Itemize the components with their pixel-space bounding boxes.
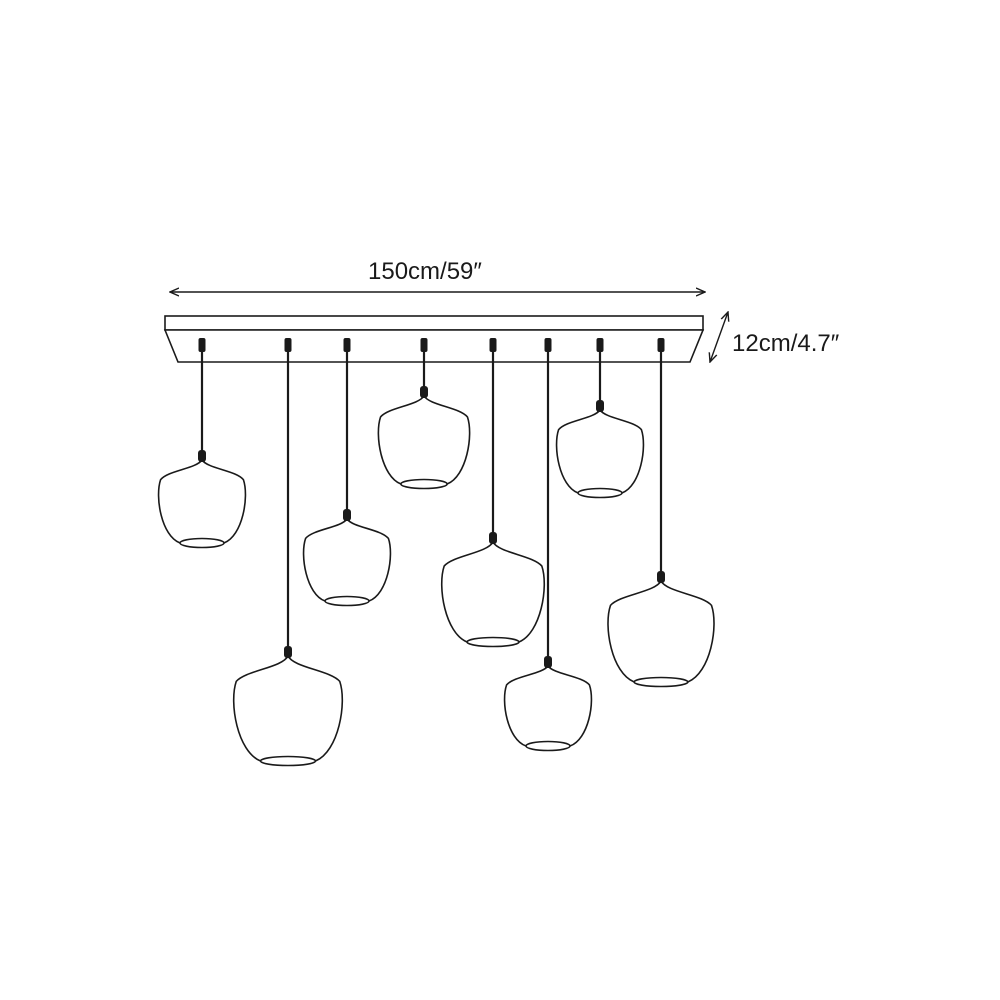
canopy-socket <box>489 338 497 352</box>
glass-shade <box>377 395 471 485</box>
pendant-lamp-8 <box>607 338 715 688</box>
shade-rim <box>179 537 225 549</box>
pendant-lamp-7 <box>555 338 645 499</box>
ceiling-canopy <box>163 315 705 363</box>
pendant-lamp-3 <box>302 338 392 607</box>
canopy-socket <box>544 338 552 352</box>
shade-rim <box>324 595 370 607</box>
cord-connector <box>596 400 604 412</box>
canopy-socket <box>420 338 428 352</box>
glass-shade <box>157 459 247 544</box>
cord-connector <box>489 532 497 544</box>
canopy-socket <box>284 338 292 352</box>
pendant-lamp-1 <box>157 338 247 549</box>
depth-label: 12cm/4.7″ <box>732 330 840 357</box>
shade-rim <box>259 755 317 767</box>
cord-connector <box>657 571 665 583</box>
glass-shade <box>503 665 593 747</box>
shade-rim <box>400 478 448 490</box>
shade-rim <box>466 636 520 648</box>
cord-connector <box>420 386 428 398</box>
shade-rim <box>577 487 623 499</box>
glass-shade <box>607 580 715 683</box>
pendant-lamp-5 <box>440 338 546 648</box>
width-label: 150cm/59″ <box>368 258 482 285</box>
canopy-socket <box>198 338 206 352</box>
canopy-socket <box>657 338 665 352</box>
pendant-group <box>157 338 715 767</box>
glass-shade <box>232 655 344 762</box>
pendant-lamp-4 <box>377 338 471 490</box>
shade-rim <box>633 676 689 688</box>
canopy-socket <box>596 338 604 352</box>
shade-rim <box>525 740 571 752</box>
cord-connector <box>544 656 552 668</box>
cord-connector <box>343 509 351 521</box>
depth-dimension-arrow <box>710 312 728 362</box>
glass-shade <box>302 518 392 602</box>
glass-shade <box>555 409 645 494</box>
canopy-socket <box>343 338 351 352</box>
cord-connector <box>198 450 206 462</box>
pendant-lamp-2 <box>232 338 344 767</box>
glass-shade <box>440 541 546 643</box>
cord-connector <box>284 646 292 658</box>
pendant-lamp-6 <box>503 338 593 752</box>
